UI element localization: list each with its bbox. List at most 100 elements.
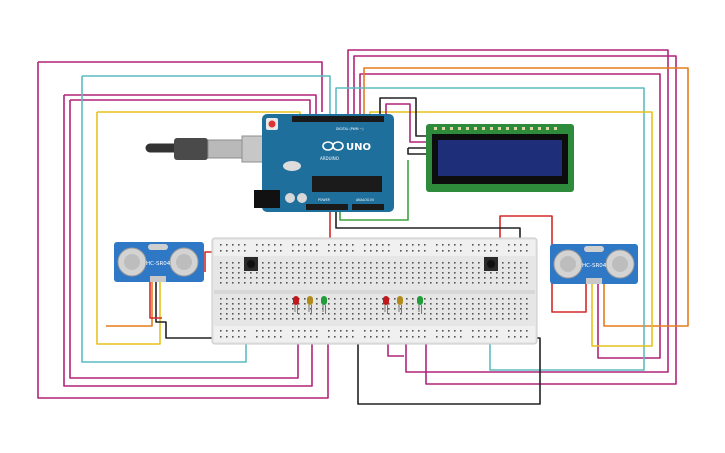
breadboard-hole: [382, 330, 384, 332]
breadboard-hole: [292, 250, 294, 252]
breadboard-hole: [376, 244, 378, 246]
breadboard-hole: [328, 272, 330, 274]
breadboard-hole: [346, 262, 348, 264]
ultrasonic-sensor-left[interactable]: HC-SR04: [114, 242, 204, 282]
breadboard-hole: [352, 303, 354, 305]
breadboard-hole: [412, 330, 414, 332]
wire-orange[interactable]: [106, 282, 153, 327]
breadboard-hole: [394, 308, 396, 310]
breadboard-hole: [340, 330, 342, 332]
breadboard-hole: [244, 313, 246, 315]
breadboard-hole: [520, 272, 522, 274]
led-left-1[interactable]: [307, 296, 313, 314]
breadboard-hole: [442, 267, 444, 269]
crystal: [283, 161, 301, 171]
breadboard-hole: [484, 282, 486, 284]
wire-magenta[interactable]: [69, 99, 311, 379]
breadboard-hole: [340, 318, 342, 320]
wire-magenta[interactable]: [63, 94, 317, 387]
lcd-pin: [474, 127, 477, 130]
led-left-2[interactable]: [321, 296, 327, 314]
breadboard-hole: [262, 267, 264, 269]
breadboard-hole: [424, 262, 426, 264]
wire-magenta[interactable]: [347, 49, 669, 373]
pushbutton-right[interactable]: [484, 257, 498, 271]
breadboard-hole: [304, 303, 306, 305]
breadboard-hole: [280, 244, 282, 246]
breadboard-hole: [274, 277, 276, 279]
breadboard-hole: [376, 267, 378, 269]
wire-yellow[interactable]: [369, 111, 653, 347]
breadboard-hole: [292, 262, 294, 264]
wire-black[interactable]: [379, 97, 428, 137]
breadboard[interactable]: [211, 237, 538, 345]
breadboard-hole: [520, 336, 522, 338]
breadboard-hole: [442, 313, 444, 315]
led-left-0[interactable]: [293, 296, 299, 314]
breadboard-hole: [472, 244, 474, 246]
breadboard-hole: [394, 318, 396, 320]
breadboard-hole: [496, 303, 498, 305]
breadboard-hole: [460, 298, 462, 300]
breadboard-hole: [478, 250, 480, 252]
wire-cyan[interactable]: [335, 87, 645, 371]
breadboard-hole: [454, 267, 456, 269]
usb-connector: [174, 138, 208, 160]
breadboard-hole: [406, 250, 408, 252]
breadboard-hole: [220, 313, 222, 315]
wire-black[interactable]: [407, 147, 428, 155]
breadboard-hole: [382, 267, 384, 269]
breadboard-hole: [466, 313, 468, 315]
breadboard-hole: [472, 267, 474, 269]
breadboard-hole: [466, 308, 468, 310]
ultrasonic-sensor-right[interactable]: HC-SR04: [550, 244, 638, 284]
power-jack: [254, 190, 280, 208]
power-header: [306, 204, 348, 210]
breadboard-hole: [496, 298, 498, 300]
breadboard-hole: [358, 303, 360, 305]
breadboard-hole: [304, 267, 306, 269]
wire-magenta[interactable]: [385, 103, 428, 143]
breadboard-hole: [418, 336, 420, 338]
breadboard-hole: [412, 282, 414, 284]
breadboard-hole: [298, 282, 300, 284]
led-right-1[interactable]: [397, 296, 403, 314]
breadboard-hole: [292, 336, 294, 338]
breadboard-hole: [370, 272, 372, 274]
breadboard-hole: [376, 272, 378, 274]
breadboard-hole: [274, 303, 276, 305]
wire-magenta[interactable]: [37, 61, 329, 399]
wire-orange[interactable]: [363, 67, 689, 327]
breadboard-hole: [220, 282, 222, 284]
breadboard-hole: [262, 313, 264, 315]
breadboard-hole: [352, 267, 354, 269]
breadboard-hole: [370, 277, 372, 279]
breadboard-hole: [328, 303, 330, 305]
breadboard-hole: [346, 250, 348, 252]
breadboard-hole: [454, 298, 456, 300]
led-right-0[interactable]: [383, 296, 389, 314]
breadboard-hole: [526, 336, 528, 338]
led-right-2[interactable]: [417, 296, 423, 314]
breadboard-hole: [466, 298, 468, 300]
breadboard-hole: [424, 272, 426, 274]
breadboard-hole: [436, 303, 438, 305]
wire-green[interactable]: [339, 160, 409, 221]
breadboard-hole: [340, 303, 342, 305]
pushbutton-left[interactable]: [244, 257, 258, 271]
breadboard-hole: [220, 308, 222, 310]
lcd-16x2[interactable]: [426, 124, 574, 192]
breadboard-hole: [244, 318, 246, 320]
breadboard-hole: [466, 303, 468, 305]
breadboard-hole: [364, 336, 366, 338]
arduino-uno[interactable]: UNO ARDUINO DIGITAL (PWM ~) POWER ANALOG…: [145, 114, 394, 212]
breadboard-hole: [370, 282, 372, 284]
lcd-pin: [506, 127, 509, 130]
breadboard-hole: [304, 330, 306, 332]
breadboard-hole: [448, 272, 450, 274]
breadboard-hole: [226, 303, 228, 305]
wire-black[interactable]: [335, 212, 521, 244]
breadboard-hole: [502, 313, 504, 315]
wire-magenta[interactable]: [353, 55, 677, 385]
breadboard-hole: [346, 298, 348, 300]
